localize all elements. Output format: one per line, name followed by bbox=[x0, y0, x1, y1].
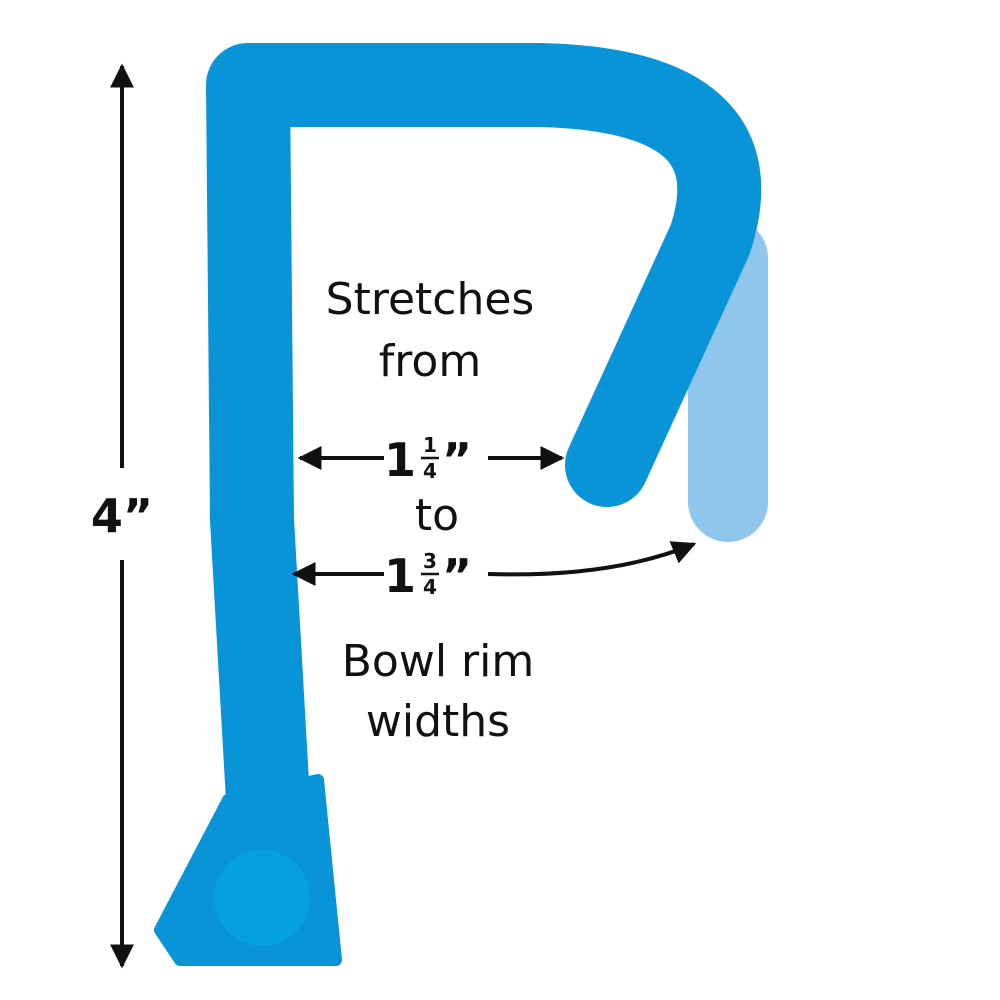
max-width-label: 1 3 4 ” bbox=[384, 549, 472, 603]
max-width-unit: ” bbox=[442, 549, 472, 603]
min-width-whole: 1 bbox=[384, 433, 416, 487]
min-width-numerator: 1 bbox=[423, 433, 437, 457]
caption-line1: Bowl rim bbox=[342, 636, 534, 687]
min-width-unit: ” bbox=[442, 433, 472, 487]
max-width-arrow-right bbox=[487, 541, 697, 577]
caption-line2: widths bbox=[366, 696, 510, 747]
suction-cup bbox=[214, 850, 310, 946]
max-width-whole: 1 bbox=[384, 549, 416, 603]
height-label: 4” bbox=[91, 489, 153, 543]
clip-body bbox=[206, 43, 762, 842]
max-width-denominator: 4 bbox=[423, 575, 437, 599]
connector-text: to bbox=[415, 490, 459, 541]
stretch-text-line2: from bbox=[379, 336, 481, 387]
max-width-numerator: 3 bbox=[423, 549, 437, 573]
stretch-text-line1: Stretches bbox=[326, 274, 535, 325]
min-width-denominator: 4 bbox=[423, 459, 437, 483]
min-width-label: 1 1 4 ” bbox=[384, 433, 472, 487]
